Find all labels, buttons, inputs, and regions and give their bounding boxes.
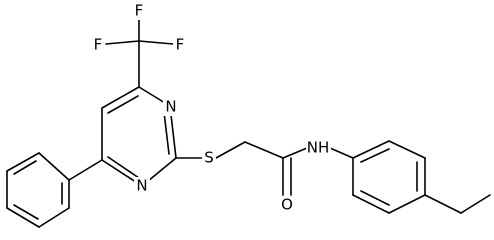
bond-ar1-ar2-double (360, 148, 390, 163)
bond-s-ch2 (215, 141, 246, 159)
atom-label-fluorine-left: F (94, 36, 103, 54)
bond-ar4-ethyl (424, 194, 462, 214)
bond-ar5-ar6-double (360, 190, 390, 206)
bond-ar5-ar6 (352, 194, 390, 214)
bond-ph4-ph5 (6, 207, 40, 228)
bond-ch2-co (244, 141, 284, 159)
bond-ph4-ph5-double (13, 204, 39, 220)
bond-nh-aryl (329, 147, 354, 159)
bond-ar1-ar2 (352, 140, 390, 159)
bond-cf-right (138, 40, 174, 45)
chemical-structure-canvas: F F F N N S O NH (6, 1, 491, 228)
atom-label-oxygen: O (281, 196, 293, 214)
atom-label-sulfur: S (204, 149, 214, 167)
bond-cf-left (105, 40, 140, 45)
bond-ph2-ph3-double (13, 160, 37, 175)
atom-label-nitrogen-upper: N (165, 98, 176, 116)
bond-n1-c6-double (107, 156, 140, 179)
bond-ph5-ph6 (38, 207, 70, 228)
bond-c6-phenyl (68, 159, 103, 181)
bond-ar2-ar3 (388, 140, 426, 159)
bond-c5-c4-double (107, 95, 139, 114)
bond-ph1-ph2 (38, 152, 70, 181)
bonds (6, 17, 491, 228)
atom-label-amide-nh: NH (307, 139, 330, 157)
atom-label-fluorine-right: F (176, 36, 185, 54)
bond-ethyl-ch3 (460, 194, 491, 214)
atom-labels: F F F N N S O NH (91, 2, 331, 214)
atom-label-fluorine-top: F (135, 2, 144, 20)
bond-c5-c4 (101, 86, 140, 109)
atom-label-nitrogen-lower: N (136, 177, 147, 195)
molecule-drawing: F F F N N S O NH (6, 2, 491, 228)
bond-co-nh (282, 147, 308, 159)
bond-ar4-ar5 (388, 194, 426, 214)
bond-ph2-ph3 (6, 152, 40, 172)
bond-n3-c2-double (163, 111, 170, 155)
